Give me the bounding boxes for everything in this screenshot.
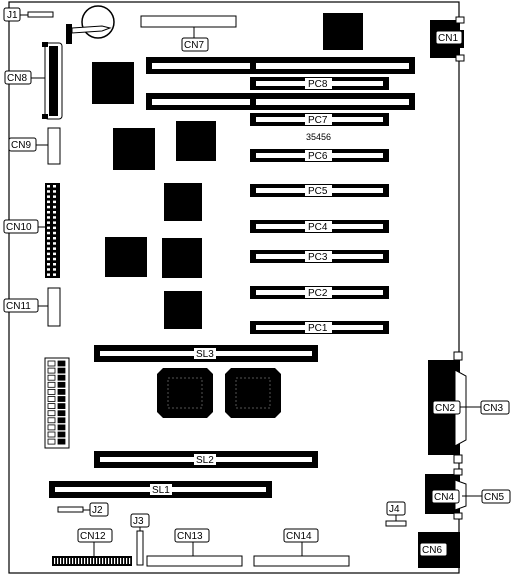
chip-6: [162, 238, 202, 278]
svg-text:CN7: CN7: [184, 40, 204, 51]
svg-text:CN1: CN1: [438, 33, 458, 44]
cn14-header: [253, 555, 350, 567]
label-pc6: PC6: [308, 151, 328, 162]
chip-9: [225, 368, 281, 418]
j4-jumper: [385, 520, 407, 527]
svg-text:CN9: CN9: [11, 140, 31, 151]
svg-text:J2: J2: [92, 505, 103, 516]
svg-text:CN2: CN2: [435, 403, 455, 414]
label-cn13: CN13: [174, 528, 210, 543]
label-cn7: CN7: [181, 37, 209, 52]
svg-text:CN5: CN5: [484, 492, 504, 503]
slot-pc1: PC1: [250, 321, 389, 334]
label-j2: J2: [89, 502, 109, 517]
label-cn8: CN8: [4, 70, 32, 85]
cn10-header: [45, 183, 60, 278]
slot-pc4: PC4: [250, 220, 389, 233]
svg-text:CN12: CN12: [80, 531, 106, 542]
svg-text:J3: J3: [133, 516, 144, 527]
j2-jumper: [57, 506, 84, 513]
slot-pc3: PC3: [250, 250, 389, 263]
label-sl1: SL1: [150, 484, 172, 496]
power-connector: [44, 357, 70, 449]
slot-pc5: PC5: [250, 184, 389, 197]
svg-text:SL3: SL3: [196, 349, 214, 360]
label-pc2: PC2: [308, 288, 328, 299]
svg-text:CN3: CN3: [483, 403, 503, 414]
label-cn11: CN11: [3, 298, 39, 313]
label-pc5: PC5: [308, 186, 328, 197]
slot-pc7: PC7: [250, 113, 389, 126]
label-sl3: SL3: [194, 348, 216, 360]
svg-text:J1: J1: [7, 10, 18, 21]
svg-text:J4: J4: [389, 504, 400, 515]
svg-text:CN8: CN8: [7, 73, 27, 84]
svg-text:CN10: CN10: [6, 222, 32, 233]
cn12-header: [52, 556, 132, 566]
label-cn6: CN6: [419, 542, 448, 557]
svg-text:CN6: CN6: [422, 545, 442, 556]
label-cn1: CN1: [435, 30, 463, 45]
j1-jumper: [27, 11, 54, 18]
j3-jumper: [136, 530, 144, 566]
part-number: 35456: [306, 132, 331, 142]
label-cn12: CN12: [77, 528, 113, 543]
chip-7: [164, 291, 202, 329]
cn9-header: [47, 127, 61, 165]
chip-3: [176, 121, 216, 161]
label-cn4: CN4: [431, 489, 460, 504]
label-cn2: CN2: [432, 400, 461, 415]
label-cn10: CN10: [3, 219, 39, 234]
label-pc1: PC1: [308, 323, 328, 334]
svg-text:SL1: SL1: [152, 485, 170, 496]
cn7-header: [140, 15, 237, 28]
slot-pc8: PC8: [250, 77, 389, 90]
label-cn9: CN9: [8, 137, 37, 152]
label-pc7: PC7: [308, 115, 328, 126]
svg-text:CN11: CN11: [6, 301, 31, 312]
label-cn14: CN14: [283, 528, 319, 543]
slot-pc6: PC6: [250, 149, 389, 162]
chip-5: [105, 237, 147, 277]
chip-8: [157, 368, 213, 418]
label-pc4: PC4: [308, 222, 328, 233]
label-pc3: PC3: [308, 252, 328, 263]
chip-top-right: [323, 13, 363, 50]
label-j3: J3: [130, 513, 150, 528]
chip-4: [164, 183, 202, 221]
label-cn5: CN5: [481, 489, 511, 504]
chip-2: [113, 128, 155, 170]
svg-text:CN4: CN4: [434, 492, 454, 503]
cn13-header: [146, 555, 243, 567]
chip-1: [92, 62, 134, 104]
label-sl2: SL2: [194, 454, 216, 466]
label-cn3: CN3: [480, 400, 510, 415]
label-pc8: PC8: [308, 79, 328, 90]
svg-text:CN13: CN13: [177, 531, 203, 542]
svg-text:CN14: CN14: [286, 531, 312, 542]
label-j4: J4: [386, 501, 406, 516]
svg-text:SL2: SL2: [196, 455, 214, 466]
cn8-connector: [42, 42, 63, 120]
slot-pc2: PC2: [250, 286, 389, 299]
cn11-header: [47, 287, 61, 327]
battery: [66, 5, 115, 44]
label-j1: J1: [3, 7, 21, 22]
